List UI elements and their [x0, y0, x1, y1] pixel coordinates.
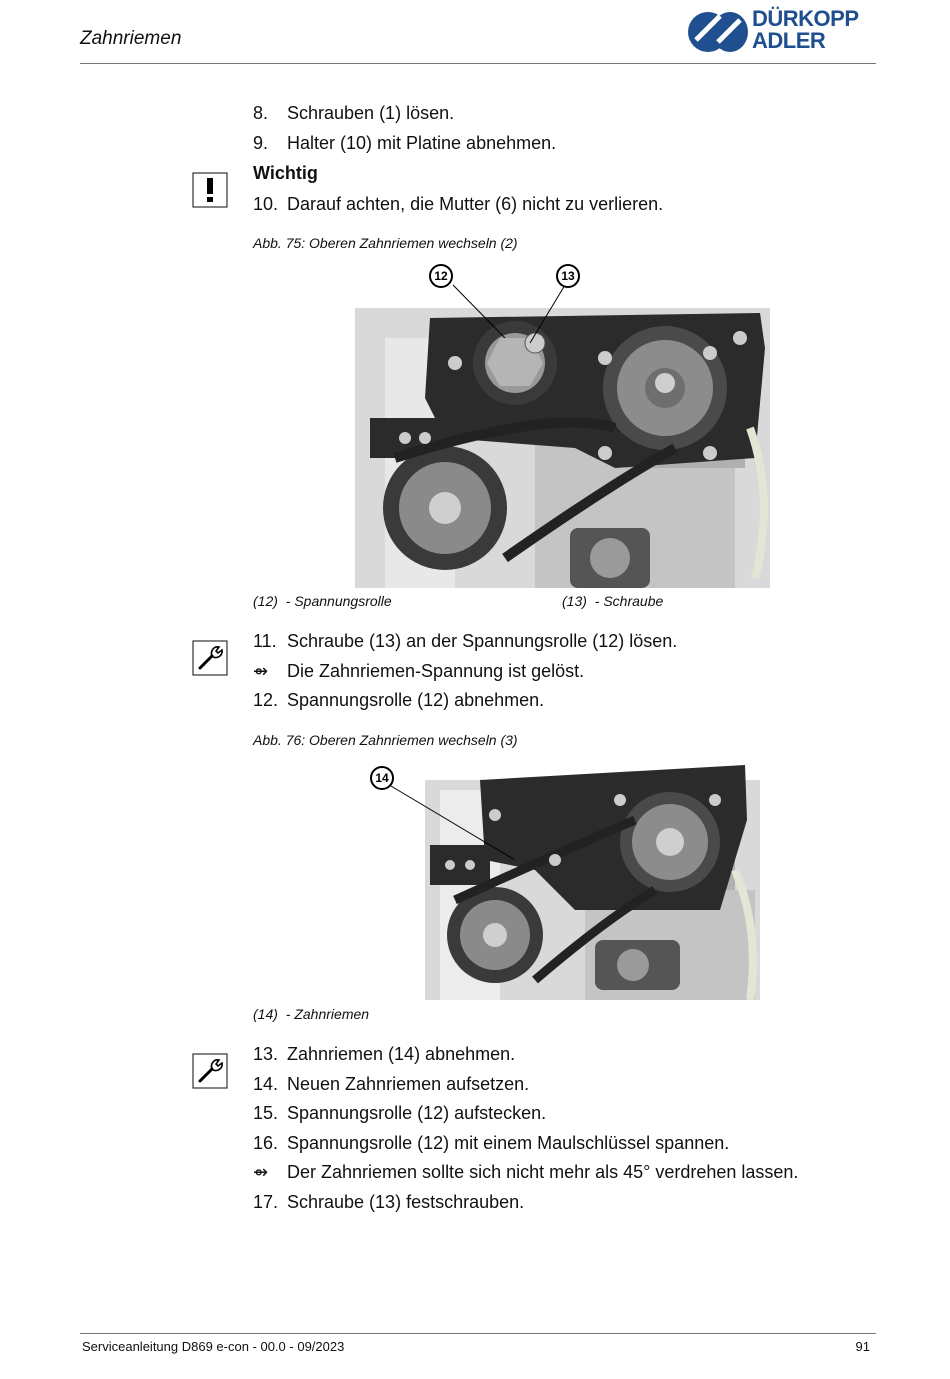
figure-caption: Abb. 75: Oberen Zahnriemen wechseln (2) [253, 235, 518, 251]
step-text: Schrauben (1) lösen. [287, 103, 455, 123]
step-number: 16. [253, 1133, 279, 1153]
legend-ref: (12) [253, 593, 278, 609]
step-item: 12. Spannungsrolle (12) abnehmen. [253, 689, 853, 711]
step-text: Spannungsrolle (12) aufstecken. [287, 1103, 547, 1123]
step-item: 8. Schrauben (1) lösen. [253, 102, 853, 124]
step-text: Schraube (13) an der Spannungsrolle (12)… [287, 631, 678, 651]
step-item: 14. Neuen Zahnriemen aufsetzen. [253, 1073, 893, 1095]
step-number: 15. [253, 1103, 279, 1123]
step-number: 10. [253, 194, 279, 214]
logo-mark-icon [688, 12, 748, 52]
step-item: 9. Halter (10) mit Platine abnehmen. [253, 132, 853, 154]
result-item: ⇴ Der Zahnriemen sollte sich nicht mehr … [253, 1161, 893, 1183]
wrench-icon [192, 1053, 228, 1089]
page-header-title: Zahnriemen [80, 28, 182, 49]
logo-text-line1: DÜRKOPP [752, 6, 859, 31]
step-text: Schraube (13) festschrauben. [287, 1192, 525, 1212]
step-item: 17. Schraube (13) festschrauben. [253, 1191, 893, 1213]
result-text: Die Zahnriemen-Spannung ist gelöst. [287, 661, 585, 681]
step-number: 17. [253, 1192, 279, 1212]
result-item: ⇴ Die Zahnriemen-Spannung ist gelöst. [253, 660, 853, 682]
legend-item: (14) - Zahnriemen [253, 1006, 369, 1022]
result-text: Der Zahnriemen sollte sich nicht mehr al… [287, 1162, 799, 1182]
step-text: Halter (10) mit Platine abnehmen. [287, 133, 557, 153]
legend-item: (12) - Spannungsrolle [253, 593, 392, 609]
page-number: 91 [855, 1339, 870, 1354]
step-text: Neuen Zahnriemen aufsetzen. [287, 1074, 530, 1094]
step-number: 14. [253, 1074, 279, 1094]
legend-label: - Zahnriemen [285, 1006, 370, 1022]
legend-item: (13) - Schraube [562, 593, 663, 609]
figure-76-photo: 14 [365, 760, 760, 1000]
step-number: 12. [253, 690, 279, 710]
important-heading: Wichtig [253, 163, 318, 183]
important-icon [192, 172, 228, 208]
step-item: 11. Schraube (13) an der Spannungsrolle … [253, 630, 853, 652]
legend-label: - Schraube [594, 593, 664, 609]
figure-caption: Abb. 76: Oberen Zahnriemen wechseln (3) [253, 732, 518, 748]
step-number: 13. [253, 1044, 279, 1064]
footer-divider [80, 1333, 876, 1334]
wrench-icon [192, 640, 228, 676]
step-item: 15. Spannungsrolle (12) aufstecken. [253, 1102, 893, 1124]
legend-ref: (13) [562, 593, 587, 609]
callout-12: 12 [434, 269, 448, 283]
step-item: 13. Zahnriemen (14) abnehmen. [253, 1043, 893, 1065]
result-arrow-icon: ⇴ [253, 661, 269, 681]
figure-75-photo: 12 13 [355, 258, 770, 588]
footer-document-info: Serviceanleitung D869 e-con - 00.0 - 09/… [82, 1339, 345, 1354]
result-arrow-icon: ⇴ [253, 1162, 269, 1182]
callout-13: 13 [561, 269, 575, 283]
step-text: Spannungsrolle (12) mit einem Maulschlüs… [287, 1133, 730, 1153]
legend-ref: (14) [253, 1006, 278, 1022]
step-item: 16. Spannungsrolle (12) mit einem Maulsc… [253, 1132, 893, 1154]
step-item: 10. Darauf achten, die Mutter (6) nicht … [253, 193, 853, 215]
duerkopp-adler-logo [686, 6, 876, 56]
legend-label: - Spannungsrolle [285, 593, 392, 609]
callout-14: 14 [375, 771, 389, 785]
step-number: 8. [253, 103, 269, 123]
logo-text-line2: ADLER [752, 28, 826, 53]
step-text: Darauf achten, die Mutter (6) nicht zu v… [287, 194, 664, 214]
header-divider [80, 63, 876, 64]
step-number: 9. [253, 133, 269, 153]
step-text: Zahnriemen (14) abnehmen. [287, 1044, 516, 1064]
step-number: 11. [253, 631, 277, 651]
step-text: Spannungsrolle (12) abnehmen. [287, 690, 545, 710]
